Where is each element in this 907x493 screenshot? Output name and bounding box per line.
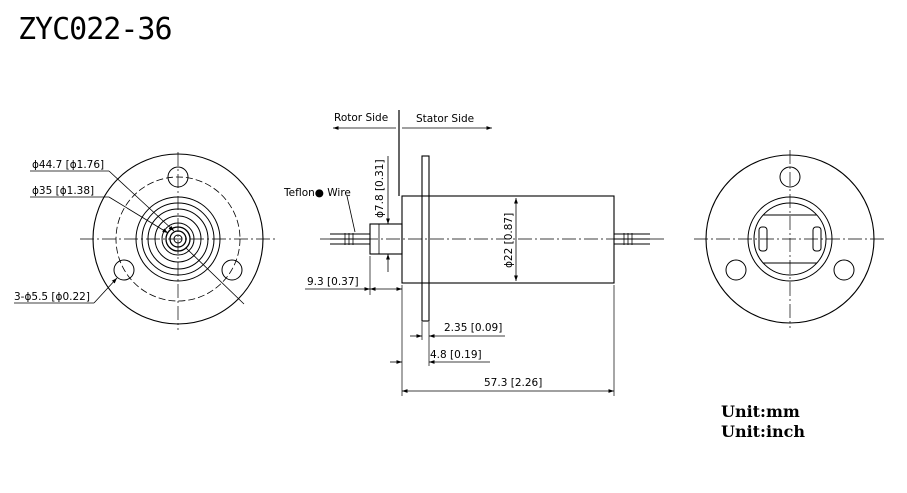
- rotor-side-label: Rotor Side: [334, 112, 388, 124]
- dim-flange-thickness: 2.35 [0.09]: [444, 322, 502, 334]
- dim-mount-holes: 3-ϕ5.5 [ϕ0.22]: [14, 291, 90, 303]
- drawing-title: ZYC022-36: [18, 12, 173, 47]
- units-note: Unit:mm Unit:inch: [721, 402, 805, 442]
- dim-flange-position: 4.8 [0.19]: [430, 349, 482, 361]
- dim-shaft-length: 9.3 [0.37]: [307, 276, 359, 288]
- dim-outer-diameter: ϕ44.7 [ϕ1.76]: [32, 159, 104, 171]
- mount-hole-left: [113, 259, 135, 281]
- dim-pcd-diameter: ϕ35 [ϕ1.38]: [32, 185, 94, 197]
- rear-view: [694, 150, 886, 328]
- stator-side-label: Stator Side: [416, 113, 474, 125]
- side-view: [305, 110, 665, 396]
- rear-hole-left: [725, 259, 747, 281]
- dim-total-length: 57.3 [2.26]: [484, 377, 542, 389]
- dim-shaft-diameter: ϕ7.8 [0.31]: [374, 159, 386, 218]
- teflon-wire-label: Teflon● Wire: [283, 187, 351, 199]
- flange: [421, 155, 430, 322]
- unit-mm: Unit:mm: [721, 402, 800, 421]
- dim-body-diameter: ϕ22 [0.87]: [503, 213, 515, 268]
- mount-hole-right: [221, 259, 243, 281]
- rear-hole-right: [833, 259, 855, 281]
- unit-inch: Unit:inch: [721, 422, 806, 441]
- front-view: [14, 152, 276, 330]
